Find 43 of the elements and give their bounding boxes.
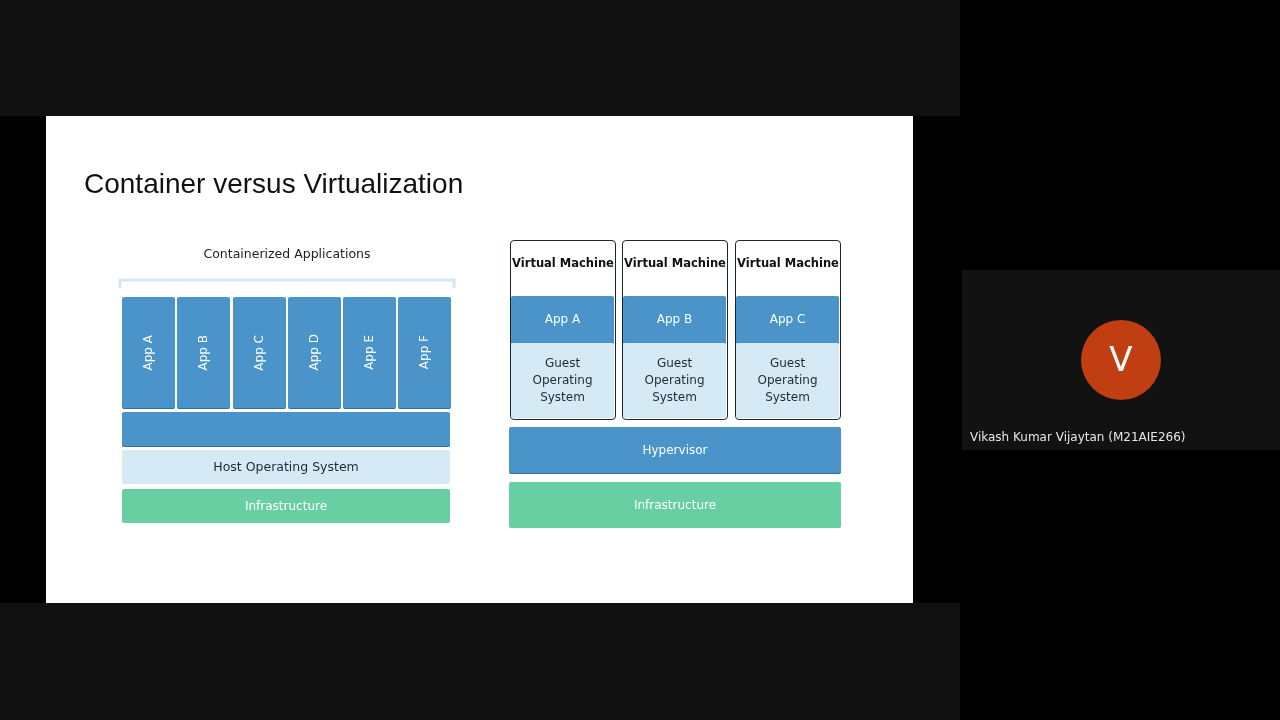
layer-label: Host Operating System (212, 458, 360, 476)
layer-block (122, 450, 450, 484)
layer-label: Infrastructure (243, 497, 329, 515)
layer-block (511, 343, 614, 418)
layer-label: App C (768, 311, 807, 328)
layer-bar (122, 412, 450, 446)
layer-label: App A (140, 334, 157, 371)
group-heading: Containerized Applications (202, 246, 372, 261)
layer-label: App C (251, 334, 268, 371)
layer-block (122, 297, 175, 408)
layer-block (233, 297, 286, 408)
layer-label: Guest Operating System (531, 355, 594, 406)
layer-block (398, 297, 451, 408)
layer-block (623, 343, 726, 418)
virtual-machine-box (622, 240, 728, 420)
layer-block (509, 482, 841, 528)
layer-label: Hypervisor (641, 441, 709, 459)
layer-block (122, 489, 450, 523)
layer-block (177, 297, 230, 408)
layer-block (623, 296, 726, 343)
layer-block (288, 297, 341, 408)
layer-block (509, 427, 841, 473)
layer-label: Infrastructure (632, 496, 718, 514)
layer-label: Guest Operating System (643, 355, 706, 406)
layer-block (511, 296, 614, 343)
box-heading: Virtual Machine (736, 255, 840, 272)
layer-label: App B (195, 334, 212, 371)
layer-label: App F (416, 335, 433, 370)
layer-label: Guest Operating System (756, 355, 819, 406)
layer-block (343, 297, 396, 408)
virtual-machine-box (735, 240, 841, 420)
layer-label: App D (306, 334, 323, 371)
slide-title: Container versus Virtualization (84, 168, 464, 200)
box-heading: Virtual Machine (511, 255, 615, 272)
layer-block (736, 296, 839, 343)
layer-label: App E (361, 335, 378, 370)
avatar-initial: V (1108, 338, 1134, 382)
virtual-machine-box (510, 240, 616, 420)
layer-label: App B (655, 311, 694, 328)
layer-block (736, 343, 839, 418)
layer-label: App A (543, 311, 582, 328)
participant-name: Vikash Kumar Vijaytan (M21AIE266) (970, 430, 1186, 444)
box-heading: Virtual Machine (623, 255, 727, 272)
